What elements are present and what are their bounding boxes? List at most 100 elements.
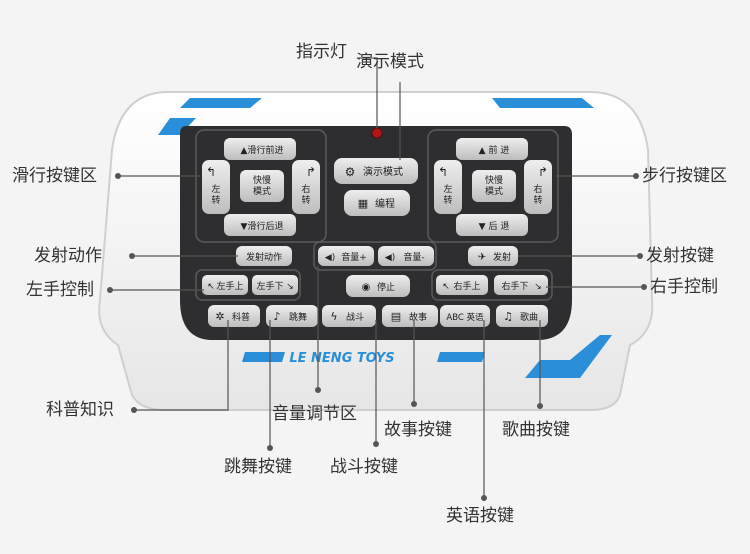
slide-mode-button[interactable]: 快慢模式 (240, 170, 284, 202)
dance-icon: ♪ (273, 310, 280, 323)
plane-icon: ✈ (478, 252, 486, 263)
slide-left-label: 左转 (211, 183, 220, 206)
up-arrow-icon: ▲ (241, 146, 248, 156)
slide-right-label: 右转 (301, 183, 310, 206)
callout-walk-zone: 步行按键区 (642, 166, 727, 186)
callout-fight: 战斗按键 (330, 457, 398, 477)
volume-up-label: 音量+ (341, 251, 367, 263)
leader-indicator (358, 57, 378, 128)
launch-action-label: 发射动作 (246, 251, 282, 263)
walk-zone-frame (427, 129, 559, 243)
walk-forward-label: ▲ 前 进 (479, 144, 510, 156)
walk-right-label: 右转 (533, 183, 542, 206)
walk-back-button[interactable]: ▼ 后 退 (456, 214, 528, 236)
program-icon: ▦ (358, 197, 368, 210)
english-button[interactable]: ABC 英语 (440, 305, 490, 327)
dance-label: 跳舞 (289, 311, 307, 323)
launch-button[interactable]: ✈ 发射 (468, 246, 518, 266)
arm-up-icon: ↖ (442, 282, 450, 292)
slide-right-button[interactable]: ↱ 右转 (292, 160, 320, 214)
demo-mode-button[interactable]: ⚙ 演示模式 (334, 158, 418, 184)
callout-launch-key: 发射按键 (646, 246, 714, 266)
left-hand-frame (195, 269, 301, 301)
science-button[interactable]: ✲ 科普 (208, 305, 260, 327)
story-button[interactable]: ▤ 故事 (382, 305, 438, 327)
stop-icon: ◉ (362, 282, 371, 293)
callout-demo-mode: 演示模式 (356, 52, 424, 72)
lightning-icon: ϟ (330, 310, 337, 323)
walk-left-label: 左转 (443, 183, 452, 206)
down-arrow-icon: ▼ (241, 222, 248, 232)
english-label: ABC 英语 (446, 312, 484, 323)
arm-down-icon: ↘ (286, 282, 294, 292)
volume-down-label: 音量- (403, 251, 424, 263)
slide-mode-label: 快慢模式 (253, 174, 271, 197)
slide-forward-button[interactable]: ▲滑行前进 (224, 138, 296, 160)
fight-button[interactable]: ϟ 战斗 (322, 305, 376, 327)
accent-bottom-left (242, 352, 285, 362)
walk-right-button[interactable]: ↱ 右转 (524, 160, 552, 214)
turn-right-icon: ↱ (538, 165, 548, 179)
callout-dance: 跳舞按键 (224, 457, 292, 477)
turn-right-icon: ↱ (306, 165, 316, 179)
walk-mode-button[interactable]: 快慢模式 (472, 170, 516, 202)
program-button[interactable]: ▦ 编程 (344, 190, 410, 216)
turn-left-icon: ↰ (206, 165, 216, 179)
accent-top-left-2 (158, 118, 196, 135)
volume-up-button[interactable]: ◀) 音量+ (318, 246, 374, 266)
left-hand-down-button[interactable]: 左手下 ↘ (252, 275, 298, 295)
right-hand-frame (431, 269, 553, 301)
science-label: 科普 (232, 311, 250, 323)
demo-mode-label: 演示模式 (363, 165, 403, 178)
left-hand-down-label: 左手下 (256, 280, 283, 292)
walk-back-label: ▼ 后 退 (479, 221, 510, 232)
stop-button[interactable]: ◉ 停止 (346, 275, 410, 297)
slide-zone-frame (195, 129, 327, 243)
right-hand-down-button[interactable]: 右手下 ↘ (494, 275, 548, 295)
leader-lines (110, 57, 644, 498)
walk-left-button[interactable]: ↰ 左转 (434, 160, 462, 214)
fight-label: 战斗 (346, 312, 364, 323)
callout-song: 歌曲按键 (502, 420, 570, 440)
callout-launch-action: 发射动作 (34, 246, 102, 266)
song-button[interactable]: ♫ 歌曲 (496, 305, 548, 327)
leader-dots (107, 173, 647, 501)
walk-forward-button[interactable]: ▲ 前 进 (456, 138, 528, 160)
speaker-icon: ◀) (325, 253, 335, 263)
launch-action-button[interactable]: 发射动作 (236, 246, 292, 266)
left-hand-up-button[interactable]: ↖ 左手上 (202, 275, 248, 295)
up-arrow-icon: ▲ (479, 146, 489, 156)
down-arrow-icon: ▼ (479, 222, 489, 232)
turn-left-icon: ↰ (438, 165, 448, 179)
callout-indicator: 指示灯 (296, 42, 347, 62)
right-hand-up-button[interactable]: ↖ 右手上 (436, 275, 488, 295)
book-icon: ▤ (391, 310, 401, 323)
callout-slide-zone: 滑行按键区 (12, 166, 97, 186)
arm-up-icon: ↖ (207, 282, 215, 292)
indicator-light (371, 127, 383, 139)
left-hand-up-label: 左手上 (216, 280, 243, 292)
brand-logo: LE NENG TOYS (289, 351, 394, 366)
slide-back-label: ▼滑行后退 (241, 220, 284, 232)
right-hand-up-label: 右手上 (453, 280, 480, 292)
music-note-icon: ♫ (503, 310, 513, 323)
callout-left-hand: 左手控制 (26, 280, 94, 300)
slide-forward-label: ▲滑行前进 (241, 144, 284, 156)
dance-button[interactable]: ♪ 跳舞 (266, 305, 318, 327)
stop-label: 停止 (377, 281, 395, 293)
right-hand-down-label: 右手下 (501, 280, 528, 292)
accent-bottom-right (437, 352, 485, 362)
atom-icon: ✲ (215, 310, 224, 323)
program-label: 编程 (375, 197, 395, 210)
arm-down-icon: ↘ (534, 282, 542, 292)
volume-down-button[interactable]: ◀) 音量- (378, 246, 434, 266)
callout-story: 故事按键 (384, 420, 452, 440)
story-label: 故事 (409, 311, 427, 323)
accent-top-left (180, 98, 262, 108)
accent-right-chevron (525, 335, 612, 378)
slide-left-button[interactable]: ↰ 左转 (202, 160, 230, 214)
slide-back-button[interactable]: ▼滑行后退 (224, 214, 296, 236)
walk-mode-label: 快慢模式 (485, 174, 503, 197)
song-label: 歌曲 (520, 311, 538, 323)
